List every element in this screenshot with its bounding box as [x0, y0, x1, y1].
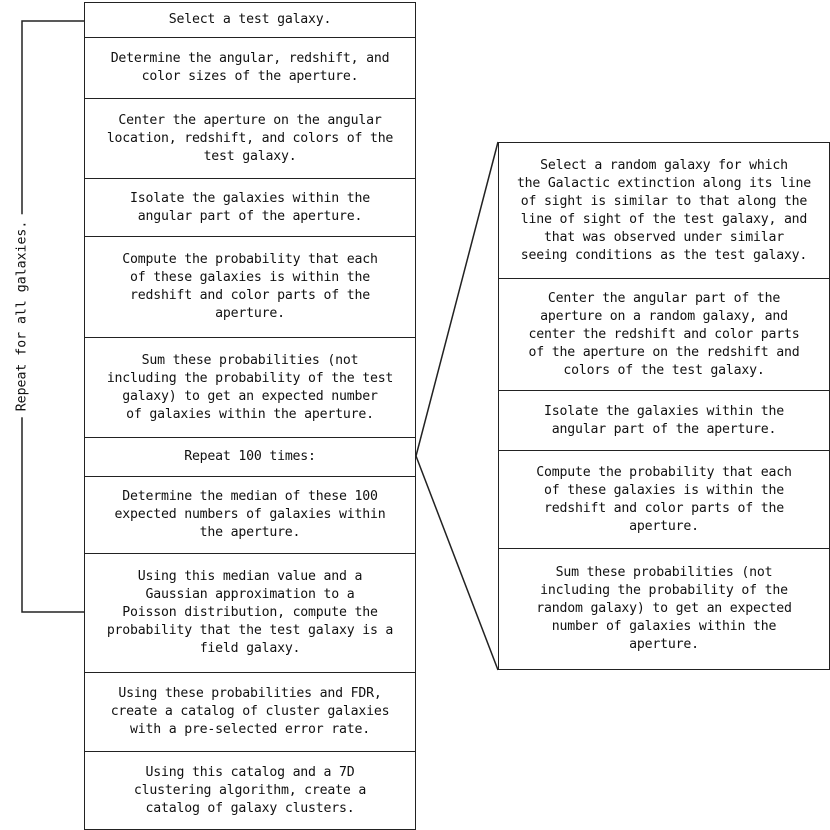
repeat-all-bracket: [21, 20, 84, 613]
repeat-detail-stack: Select a random galaxy for which the Gal…: [498, 142, 830, 670]
step-determine-median: Determine the median of these 100 expect…: [85, 477, 415, 554]
step-compute-probability: Compute the probability that each of the…: [85, 237, 415, 338]
step-determine-sizes: Determine the angular, redshift, and col…: [85, 38, 415, 99]
detail-center-aperture: Center the angular part of the aperture …: [499, 279, 829, 391]
step-sum-probabilities: Sum these probabilities (not including t…: [85, 338, 415, 438]
expand-line-bottom: [415, 455, 499, 671]
step-center-aperture: Center the aperture on the angular locat…: [85, 99, 415, 179]
detail-select-random-galaxy: Select a random galaxy for which the Gal…: [499, 143, 829, 279]
detail-isolate-galaxies: Isolate the galaxies within the angular …: [499, 391, 829, 451]
step-isolate-galaxies: Isolate the galaxies within the angular …: [85, 179, 415, 237]
main-process-stack: Select a test galaxy. Determine the angu…: [84, 2, 416, 830]
detail-sum-probabilities: Sum these probabilities (not including t…: [536, 565, 792, 652]
step-create-cluster-catalog: Using these probabilities and FDR, creat…: [85, 673, 415, 752]
step-create-cluster-list: Using this catalog and a 7D clustering a…: [133, 764, 367, 816]
step-repeat-100-times: Repeat 100 times:: [85, 438, 415, 477]
step-compute-field-prob: Using this median value and a Gaussian a…: [85, 554, 415, 673]
repeat-all-label: Repeat for all galaxies.: [14, 214, 30, 418]
expand-line-top: [415, 141, 499, 457]
detail-compute-probability: Compute the probability that each of the…: [499, 451, 829, 549]
step-select-test-galaxy: Select a test galaxy.: [85, 3, 415, 38]
